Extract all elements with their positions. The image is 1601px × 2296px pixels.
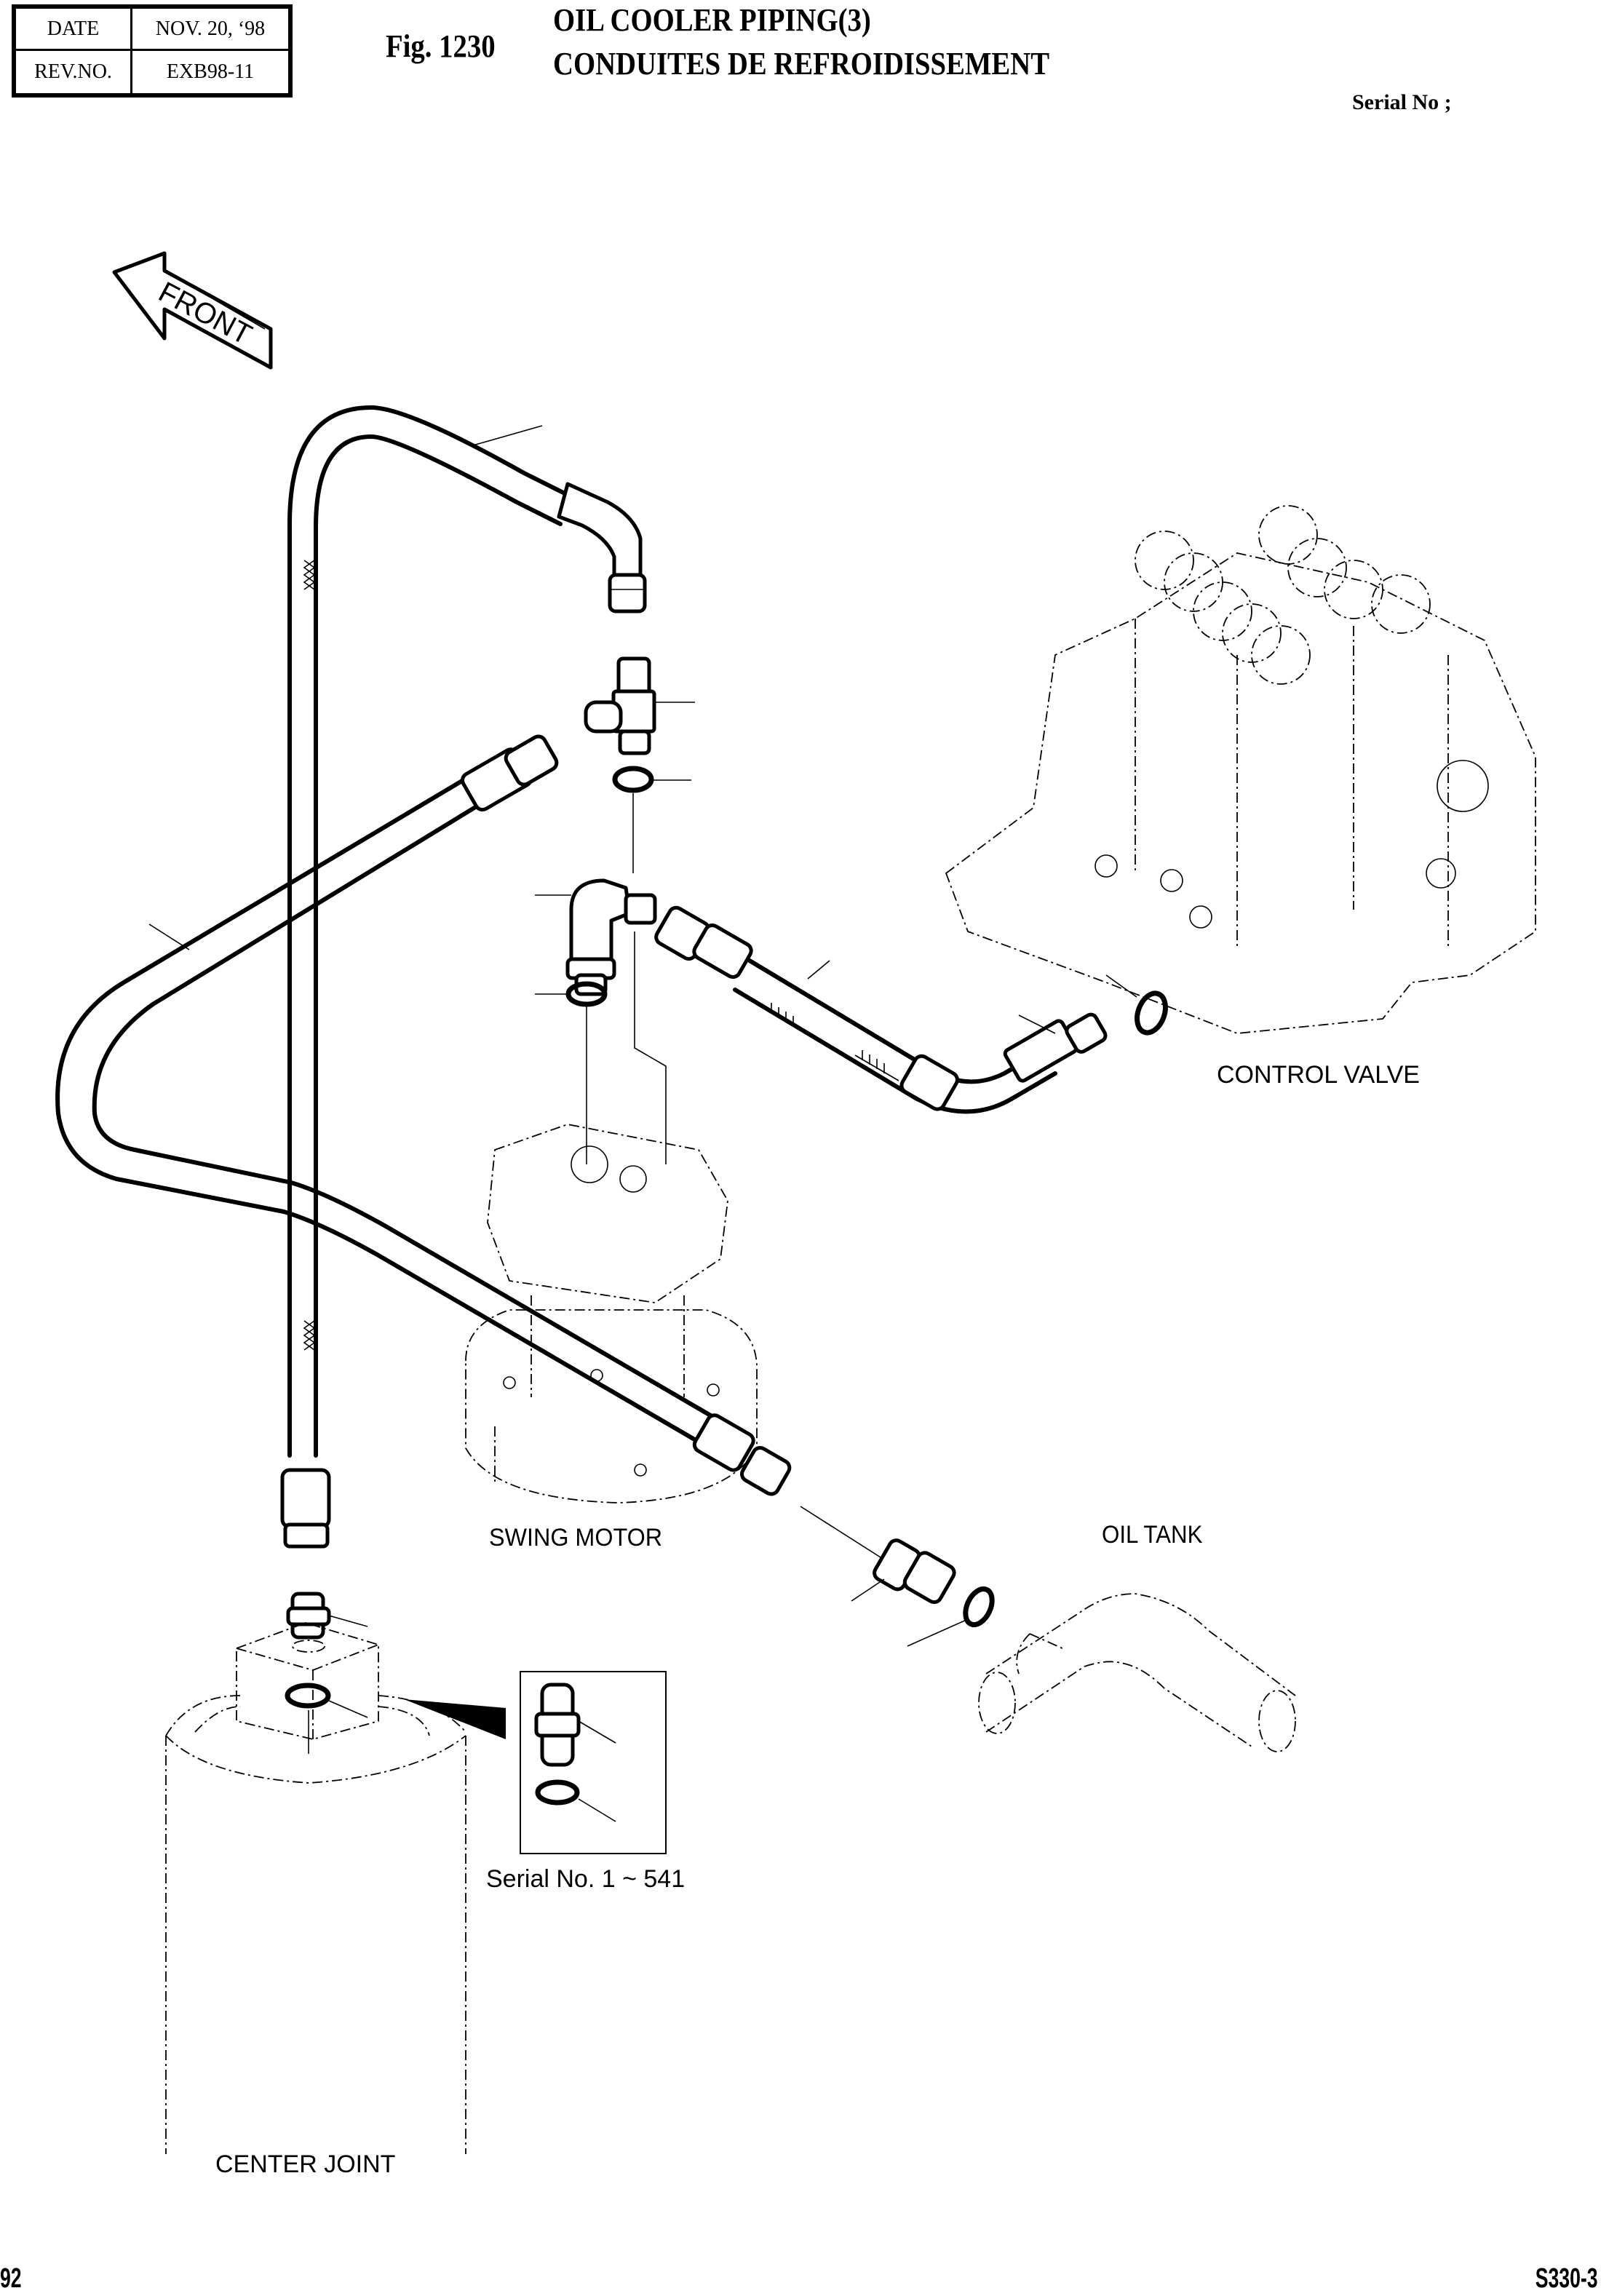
model-number: S330-3 xyxy=(1536,2263,1598,2294)
revision-label: REV.NO. xyxy=(16,51,132,93)
figure-number: Fig. 1230 xyxy=(386,28,496,64)
revision-info-table: DATE NOV. 20, ‘98 REV.NO. EXB98-11 xyxy=(12,4,293,98)
o-ring xyxy=(1135,990,1168,1036)
page-number: 92 xyxy=(0,2263,22,2294)
control-valve-hose xyxy=(654,905,1108,1114)
front-direction-arrow-icon: FRONT xyxy=(112,251,273,370)
date-label: DATE xyxy=(16,9,132,51)
o-ring xyxy=(285,1683,331,1709)
serial-number-label: Serial No ; xyxy=(1352,90,1452,114)
o-ring xyxy=(963,1586,995,1628)
inset-caption: Serial No. 1 ~ 541 xyxy=(486,1865,686,1893)
inset-pointer-icon xyxy=(404,1699,506,1739)
control-valve-outline xyxy=(945,505,1536,1034)
oil-tank-label: OIL TANK xyxy=(1102,1521,1203,1549)
title-french: CONDUITES DE REFROIDISSEMENT xyxy=(553,46,1050,82)
center-joint-label: CENTER JOINT xyxy=(215,2150,396,2178)
inset-box xyxy=(520,1671,667,1854)
center-joint-outline xyxy=(165,1622,466,2154)
oil-tank-adapter xyxy=(800,1506,956,1605)
title-english: OIL COOLER PIPING(3) xyxy=(553,2,871,38)
date-value: NOV. 20, ‘98 xyxy=(132,9,288,51)
return-hose xyxy=(55,734,792,1496)
o-ring xyxy=(565,981,608,1007)
swing-motor-outline xyxy=(465,1124,758,1503)
control-valve-label: CONTROL VALVE xyxy=(1217,1061,1420,1089)
vertical-pipe xyxy=(287,405,570,1458)
elbow-hose-end xyxy=(557,482,647,613)
o-ring xyxy=(612,766,654,793)
tee-fitting xyxy=(584,656,695,755)
elbow-fitting xyxy=(535,878,657,996)
center-joint-adapter xyxy=(280,1468,368,1640)
oil-tank-pipe-outline xyxy=(978,1593,1296,1752)
revision-value: EXB98-11 xyxy=(166,60,255,83)
swing-motor-label: SWING MOTOR xyxy=(489,1524,663,1552)
